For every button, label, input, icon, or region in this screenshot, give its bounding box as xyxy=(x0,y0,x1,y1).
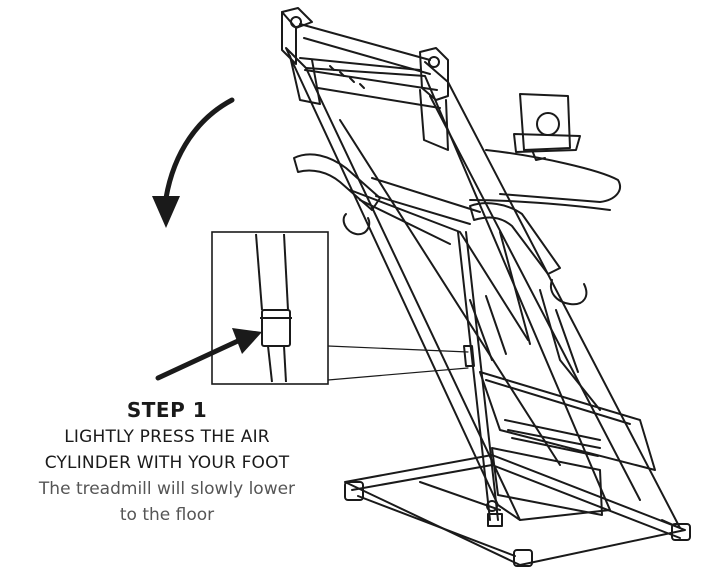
instruction-line-2: CYLINDER WITH YOUR FOOT xyxy=(44,453,290,473)
base-frame xyxy=(344,454,691,567)
press-here-arrow xyxy=(155,328,262,381)
note-line-2: to the floor xyxy=(119,505,215,525)
uprights xyxy=(349,189,601,411)
rear-roller xyxy=(281,7,449,151)
step-caption: STEP 1 LIGHTLY PRESS THE AIR CYLINDER WI… xyxy=(0,398,334,528)
lowering-direction-arrow xyxy=(152,97,235,228)
console xyxy=(469,93,621,211)
step-title: STEP 1 xyxy=(126,398,208,422)
inset-leader-lines xyxy=(327,345,469,381)
running-deck xyxy=(285,47,681,529)
handrails xyxy=(293,153,588,306)
cylinder-detail-inset xyxy=(211,231,329,385)
instruction-line-1: LIGHTLY PRESS THE AIR xyxy=(64,427,270,447)
note-line-1: The treadmill will slowly lower xyxy=(38,479,296,499)
treadmill-illustration xyxy=(281,7,691,567)
air-cylinder xyxy=(457,231,503,527)
